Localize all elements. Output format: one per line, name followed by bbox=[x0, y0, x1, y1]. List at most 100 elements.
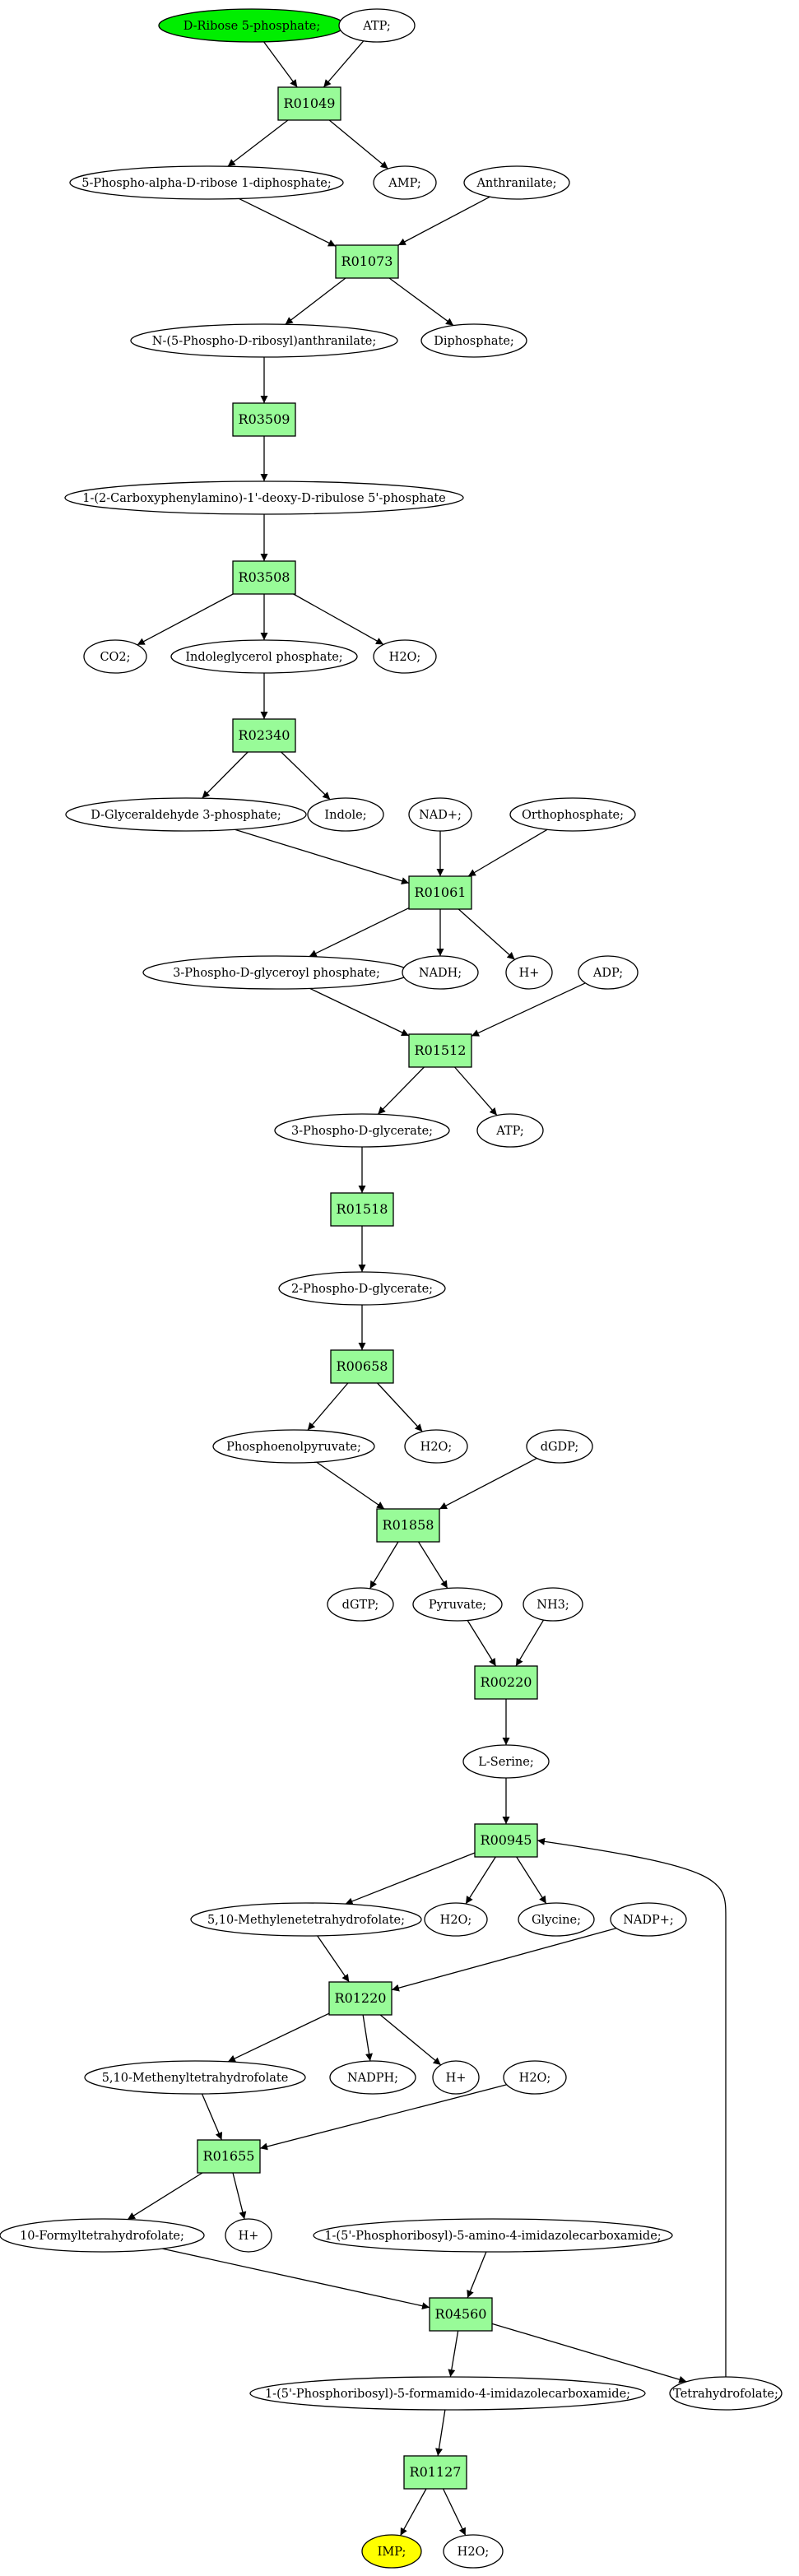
reaction-label: R01518 bbox=[337, 1201, 388, 1217]
edge-c-nh3-to-r-r00220 bbox=[515, 1619, 545, 1667]
compound-ellipse bbox=[274, 1113, 450, 1148]
compound-node-c-dgdp: dGDP; bbox=[526, 1429, 593, 1464]
compound-label: L-Serine; bbox=[478, 1756, 533, 1769]
compound-node-c-h2: H+ bbox=[432, 2060, 480, 2095]
edge-r-r01512-to-c-3pg bbox=[377, 1066, 425, 1115]
compound-ellipse bbox=[432, 2060, 480, 2095]
compound-node-c-orthophosphate: Orthophosphate; bbox=[509, 797, 636, 832]
edge-r-r01073-to-c-prant bbox=[285, 277, 346, 325]
edge-r-r00658-to-c-h2o2 bbox=[377, 1382, 423, 1432]
compound-ellipse bbox=[669, 2376, 783, 2411]
reaction-node-r-r01061: R01061 bbox=[408, 875, 472, 910]
reaction-node-r-r01512: R01512 bbox=[408, 1033, 472, 1068]
compound-label: Indole; bbox=[324, 809, 366, 822]
compound-node-c-atp2: ATP; bbox=[476, 1113, 544, 1148]
reaction-label: R00945 bbox=[481, 1832, 532, 1848]
compound-ellipse bbox=[84, 2060, 306, 2095]
compound-node-c-serine: L-Serine; bbox=[462, 1744, 550, 1779]
compound-label: ADP; bbox=[592, 967, 623, 980]
edge-r-r01655-to-c-formyl bbox=[127, 2172, 203, 2221]
reaction-box bbox=[197, 2139, 261, 2174]
edge-c-g3p-to-r-r01061 bbox=[235, 828, 410, 884]
compound-label: 3-Phospho-D-glyceroyl phosphate; bbox=[173, 967, 380, 980]
compound-node-c-atp1: ATP; bbox=[338, 8, 416, 43]
compound-node-c-thf: Tetrahydrofolate; bbox=[669, 2376, 783, 2411]
reaction-box bbox=[232, 402, 296, 437]
compound-label: H+ bbox=[519, 967, 540, 980]
compound-node-c-cdrp: 1-(2-Carboxyphenylamino)-1'-deoxy-D-ribu… bbox=[64, 480, 464, 515]
compound-ellipse bbox=[404, 1429, 468, 1464]
reaction-box bbox=[277, 86, 341, 121]
compound-label: H2O; bbox=[440, 1914, 472, 1927]
compound-node-c-methylene: 5,10-Methylenetetrahydrofolate; bbox=[190, 1902, 422, 1937]
edge-r-r01512-to-c-atp2 bbox=[454, 1066, 498, 1116]
compound-node-c-glycine: Glycine; bbox=[518, 1902, 595, 1937]
compound-node-c-amp: AMP; bbox=[373, 165, 437, 200]
edge-r-r00945-to-c-h2o3 bbox=[465, 1856, 496, 1905]
edge-c-pyruvate-to-r-r00220 bbox=[467, 1620, 497, 1667]
edge-c-nadp-to-r-r01220 bbox=[391, 1928, 617, 1992]
edge-r-r00945-to-c-methylene bbox=[345, 1852, 476, 1905]
compound-ellipse bbox=[526, 1429, 593, 1464]
edge-r-r01049-to-c-prpp bbox=[227, 119, 289, 167]
compound-label: AMP; bbox=[388, 177, 420, 190]
compound-label: Diphosphate; bbox=[434, 335, 514, 348]
edge-r-r02340-to-c-indole bbox=[281, 751, 331, 801]
compound-node-c-faicar: 1-(5'-Phosphoribosyl)-5-formamido-4-imid… bbox=[249, 2376, 646, 2411]
compound-ellipse bbox=[313, 2218, 673, 2253]
reaction-node-r-r01858: R01858 bbox=[376, 1508, 440, 1543]
edge-c-prpp-to-r-r01073 bbox=[239, 197, 337, 247]
compound-ellipse bbox=[443, 2534, 504, 2569]
reaction-node-r-r01220: R01220 bbox=[328, 1981, 393, 2016]
reaction-box bbox=[376, 1508, 440, 1543]
compound-node-c-anthranilate: Anthranilate; bbox=[463, 165, 570, 200]
reaction-label: R00658 bbox=[337, 1358, 388, 1374]
compound-ellipse bbox=[518, 1902, 595, 1937]
reaction-label: R01858 bbox=[383, 1517, 434, 1533]
compound-ellipse bbox=[503, 2060, 567, 2095]
edge-c-methenyl-to-r-r01655 bbox=[201, 2093, 223, 2141]
compound-label: Pyruvate; bbox=[429, 1599, 486, 1612]
compound-ellipse bbox=[212, 1429, 375, 1464]
reaction-label: R01073 bbox=[341, 253, 393, 269]
compound-label: dGTP; bbox=[342, 1599, 379, 1612]
reaction-box bbox=[330, 1349, 394, 1384]
compound-label: 5-Phospho-alpha-D-ribose 1-diphosphate; bbox=[81, 177, 332, 190]
compound-ellipse bbox=[373, 639, 437, 674]
compound-label: NAD+; bbox=[419, 809, 462, 822]
edge-r-r01858-to-c-pyruvate bbox=[417, 1541, 448, 1589]
compound-ellipse bbox=[65, 797, 307, 832]
compound-ellipse bbox=[402, 955, 479, 990]
compound-node-c-ribose5p: D-Ribose 5-phosphate; bbox=[158, 8, 346, 43]
edge-r-r03508-to-c-co2 bbox=[137, 593, 234, 646]
compound-label: Phosphoenolpyruvate; bbox=[226, 1441, 361, 1454]
reaction-box bbox=[232, 560, 296, 595]
compound-label: 1-(5'-Phosphoribosyl)-5-formamido-4-imid… bbox=[265, 2388, 630, 2401]
edge-r-r01220-to-c-nadph bbox=[362, 2014, 373, 2062]
compound-node-c-igp: Indoleglycerol phosphate; bbox=[170, 639, 358, 674]
compound-ellipse bbox=[505, 955, 553, 990]
compound-node-c-nadh: NADH; bbox=[402, 955, 479, 990]
edge-r-r00945-to-c-glycine bbox=[516, 1856, 547, 1905]
compound-ellipse bbox=[278, 1271, 446, 1306]
compound-node-c-h3: H+ bbox=[225, 2218, 272, 2253]
compound-label: H2O; bbox=[519, 2072, 551, 2085]
reaction-node-r-r04560: R04560 bbox=[429, 2297, 493, 2332]
compound-node-c-prpp: 5-Phospho-alpha-D-ribose 1-diphosphate; bbox=[69, 165, 344, 200]
edge-r-r01220-to-c-h2 bbox=[379, 2014, 442, 2066]
edge-c-methylene-to-r-r01220 bbox=[317, 1935, 350, 1983]
compound-ellipse bbox=[462, 1744, 550, 1779]
edge-c-anthranilate-to-r-r01073 bbox=[397, 196, 490, 246]
compound-ellipse bbox=[523, 1587, 583, 1622]
compound-label: CO2; bbox=[100, 651, 130, 664]
compound-node-c-prant: N-(5-Phospho-D-ribosyl)anthranilate; bbox=[130, 323, 398, 358]
reaction-node-r-r01049: R01049 bbox=[277, 86, 341, 121]
compound-label: dGDP; bbox=[541, 1441, 579, 1454]
compound-ellipse bbox=[338, 8, 416, 43]
compound-node-c-pyruvate: Pyruvate; bbox=[412, 1587, 503, 1622]
edge-r-r01220-to-c-methenyl bbox=[227, 2012, 330, 2063]
compound-ellipse bbox=[476, 1113, 544, 1148]
compound-label: H2O; bbox=[420, 1441, 453, 1454]
edge-c-dgdp-to-r-r01858 bbox=[439, 1457, 537, 1510]
compound-label: NADH; bbox=[419, 967, 462, 980]
